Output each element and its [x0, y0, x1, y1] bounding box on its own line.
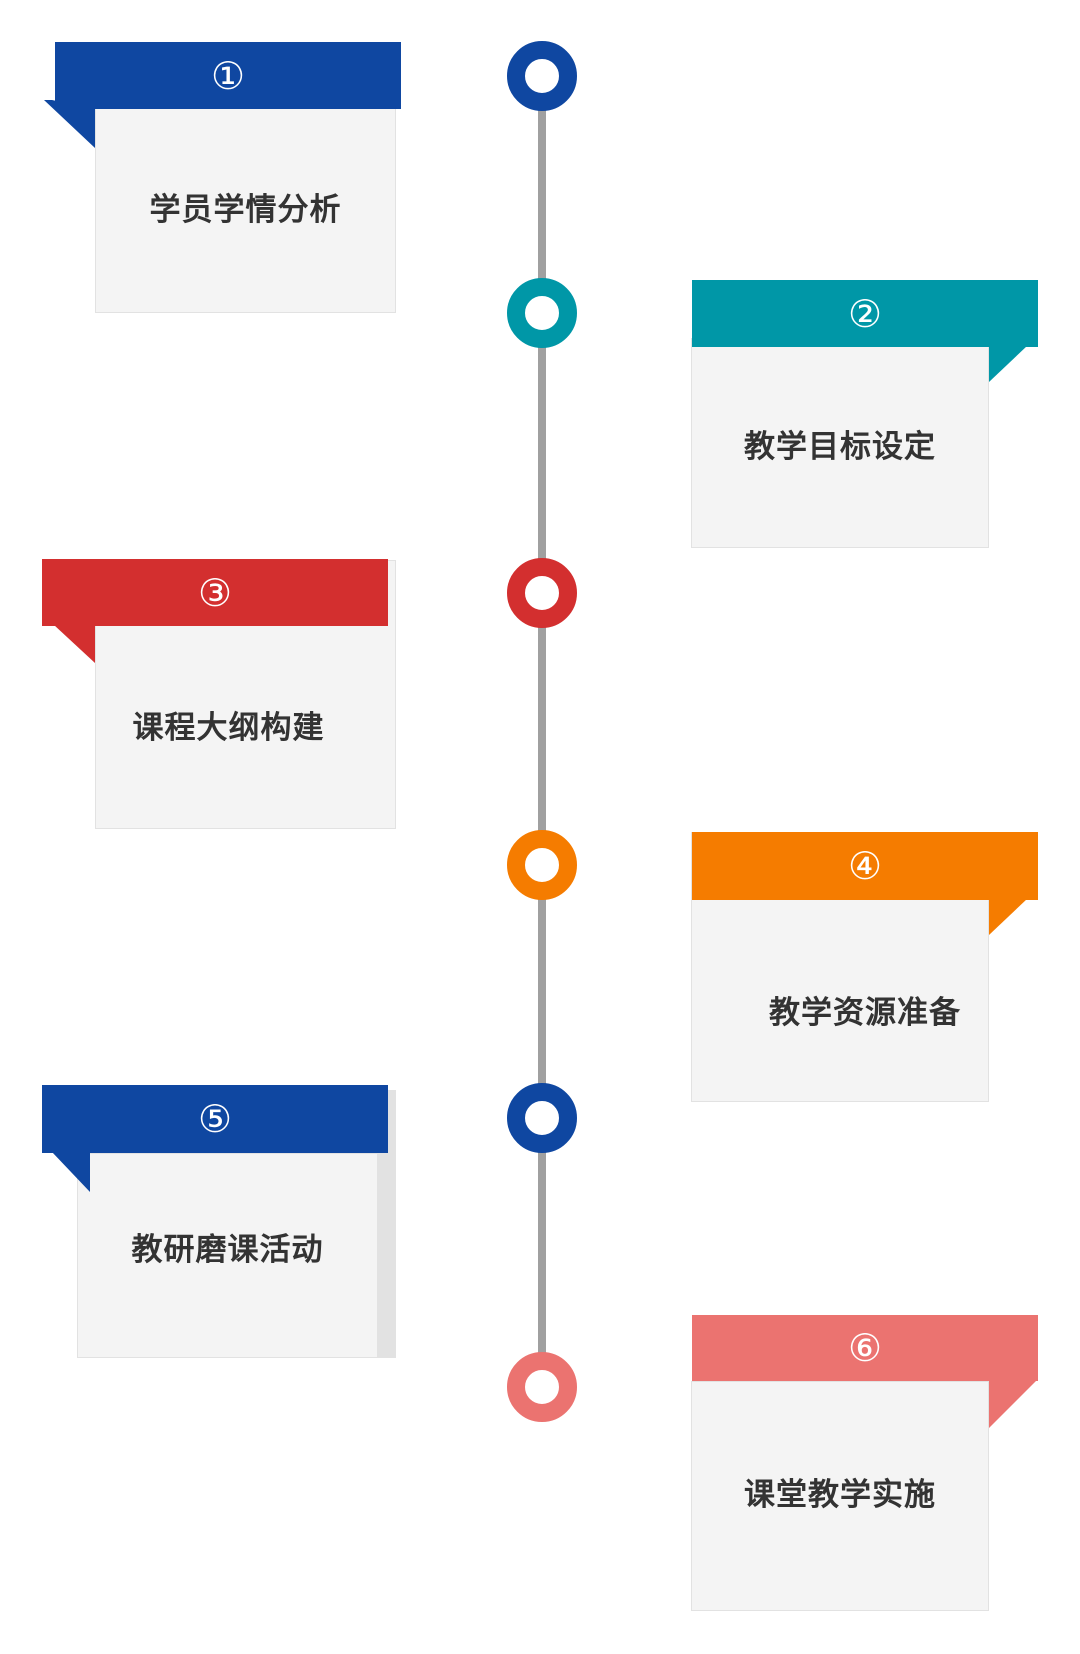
- step-label: 课程大纲构建: [132, 710, 325, 746]
- step-banner: ④: [692, 832, 1038, 900]
- step-number: ⑥: [847, 1326, 883, 1370]
- banner-tail: [42, 625, 95, 663]
- step-card-body: 教研磨课活动: [77, 1153, 377, 1358]
- step-banner: ⑥: [692, 1315, 1038, 1381]
- step-number: ②: [847, 291, 883, 336]
- step-number: ⑤: [197, 1097, 233, 1141]
- step-label: 教学目标设定: [744, 428, 936, 465]
- timeline-node-3: [507, 558, 577, 628]
- banner-tail: [989, 1380, 1037, 1428]
- step-number: ③: [197, 570, 233, 615]
- banner-tail: [42, 1152, 90, 1192]
- step-banner: ⑤: [42, 1085, 388, 1153]
- step-label: 教研磨课活动: [131, 1232, 324, 1268]
- banner-tail: [989, 899, 1027, 935]
- step-label: 课堂教学实施: [744, 1476, 936, 1513]
- timeline-line: [538, 76, 546, 1387]
- timeline-node-1: [507, 41, 577, 111]
- step-number: ④: [847, 844, 883, 888]
- timeline-node-2: [507, 278, 577, 348]
- step-banner: ③: [42, 559, 388, 626]
- timeline-node-4: [507, 830, 577, 900]
- step-card-body: 学员学情分析: [95, 100, 396, 313]
- step-card-body: 教学目标设定: [691, 338, 989, 548]
- step-label: 教学资源准备: [769, 995, 961, 1031]
- card-shadow: [376, 1090, 396, 1358]
- step-banner: ②: [692, 280, 1038, 347]
- step-label: 学员学情分析: [149, 192, 342, 228]
- step-number: ①: [210, 53, 246, 98]
- timeline-node-6: [507, 1352, 577, 1422]
- timeline-node-5: [507, 1083, 577, 1153]
- banner-tail: [44, 100, 95, 148]
- step-card-body: 课堂教学实施: [691, 1381, 989, 1611]
- step-banner: ①: [55, 42, 401, 109]
- banner-tail: [989, 346, 1027, 382]
